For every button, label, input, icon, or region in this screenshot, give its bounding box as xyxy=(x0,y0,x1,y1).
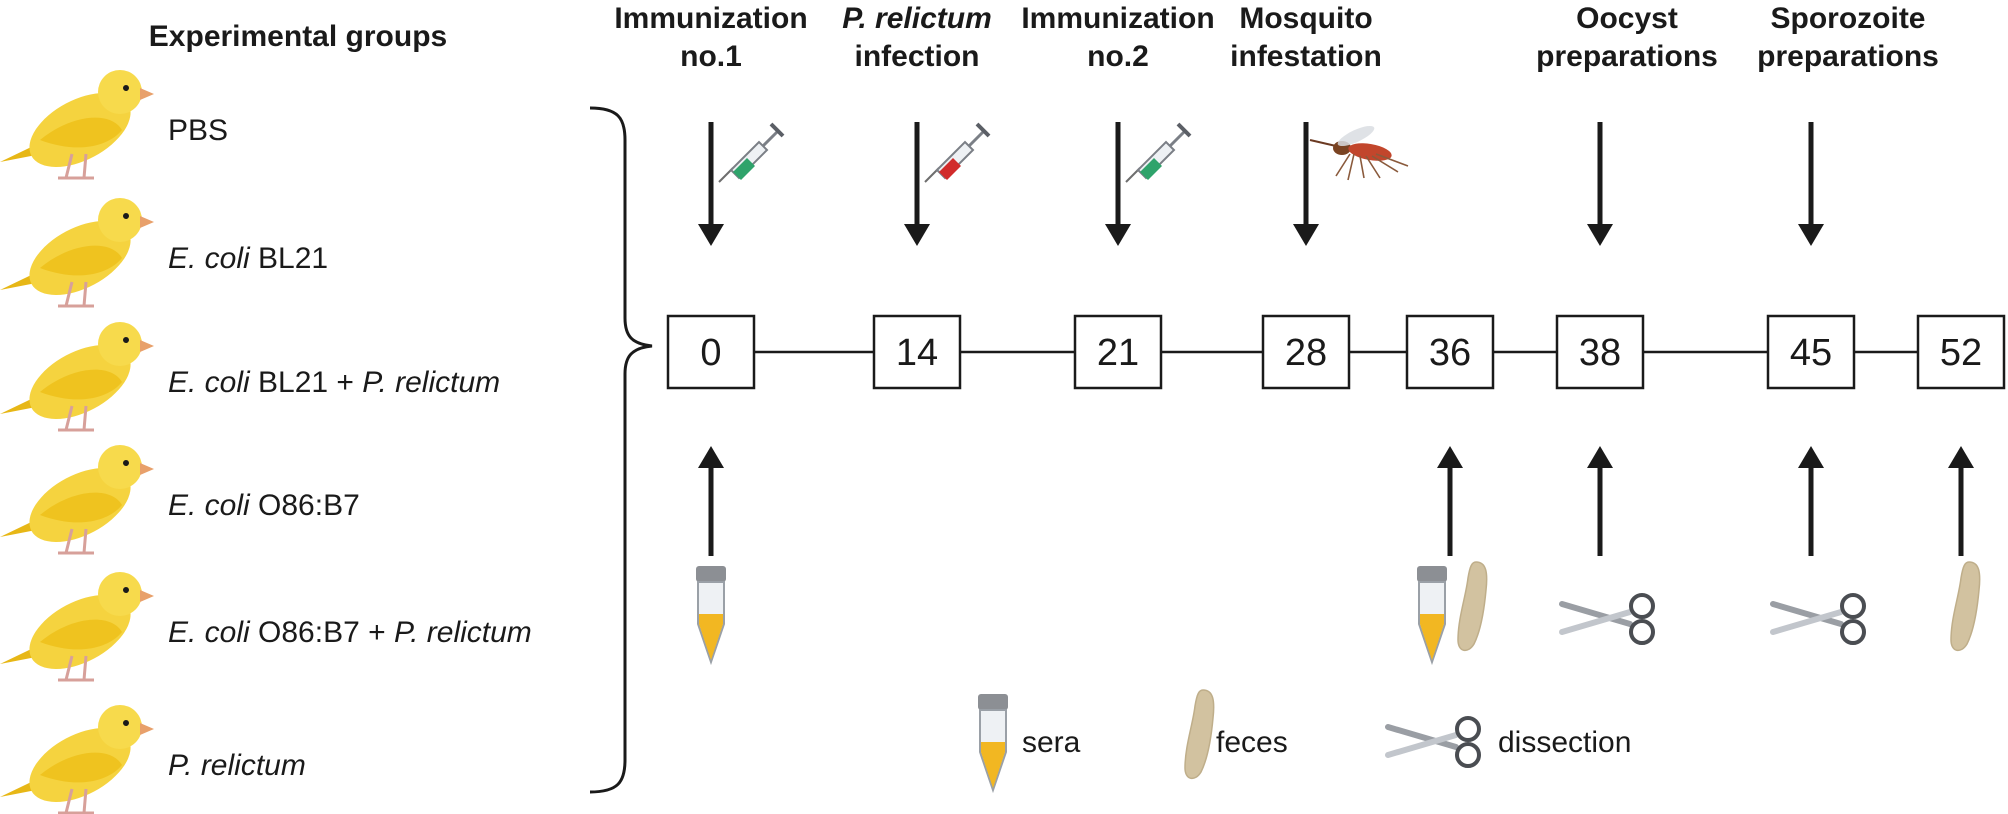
group-label-5: E. coli O86:B7 + P. relictum xyxy=(168,616,532,649)
event-title-2: P. relictum xyxy=(842,2,992,35)
legend-label: feces xyxy=(1216,726,1288,759)
event-subtitle-4: infestation xyxy=(1230,40,1382,73)
day-box: 0 xyxy=(666,314,756,390)
day-box: 28 xyxy=(1261,314,1351,390)
sera-tube-icon xyxy=(1416,565,1448,663)
green-syringe-icon xyxy=(718,122,785,183)
group-label-1: PBS xyxy=(168,114,228,147)
group-label-6: P. relictum xyxy=(168,749,306,782)
scissors-icon xyxy=(1388,718,1479,766)
timeline: 0 14 21 28 36 38 45 52 xyxy=(666,314,2006,390)
day-box-frame xyxy=(1073,314,1163,390)
day-number: 45 xyxy=(1790,332,1832,374)
day-box-frame xyxy=(872,314,962,390)
up-arrow-icon xyxy=(1587,446,1613,556)
day-number: 38 xyxy=(1579,332,1621,374)
experimental-groups: PBS E. coli BL21 E. coli BL21 + P. relictu… xyxy=(0,68,532,814)
timeline-events: Immunization no.1 P. relictum infection Immu… xyxy=(614,2,1939,246)
feces-icon xyxy=(1457,561,1488,652)
down-arrow-icon xyxy=(698,122,724,246)
day-box-frame xyxy=(1916,314,2006,390)
scissors-icon xyxy=(1562,595,1653,643)
down-arrow-icon xyxy=(1105,122,1131,246)
event-subtitle-3: no.2 xyxy=(1087,40,1149,73)
legend-label: sera xyxy=(1022,726,1081,759)
event-subtitle-2: infection xyxy=(855,40,980,73)
day-box-frame xyxy=(1555,314,1645,390)
day-number: 14 xyxy=(896,332,938,374)
event-title-1: Immunization xyxy=(614,2,807,35)
mosquito-icon xyxy=(1309,121,1409,181)
experimental-groups-title: Experimental groups xyxy=(149,20,447,53)
day-number: 21 xyxy=(1097,332,1139,374)
canary-icon xyxy=(0,68,156,184)
scissors-icon xyxy=(1773,595,1864,643)
red-syringe-icon xyxy=(924,122,991,183)
down-arrow-icon xyxy=(1587,122,1613,246)
green-syringe-icon xyxy=(1125,122,1192,183)
legend: sera feces dissection xyxy=(977,689,1631,791)
up-arrow-icon xyxy=(1798,446,1824,556)
down-arrow-icon xyxy=(904,122,930,246)
event-subtitle-6: preparations xyxy=(1757,40,1939,73)
event-title-6: Sporozoite xyxy=(1771,2,1926,35)
sera-tube-icon xyxy=(695,565,727,663)
group-brace xyxy=(589,106,653,794)
group-label-2: E. coli BL21 xyxy=(168,242,328,275)
day-box: 36 xyxy=(1405,314,1495,390)
up-arrow-icon xyxy=(698,446,724,556)
day-box-frame xyxy=(1261,314,1351,390)
group-label-3: E. coli BL21 + P. relictum xyxy=(168,366,500,399)
day-box: 52 xyxy=(1916,314,2006,390)
day-number: 36 xyxy=(1429,332,1471,374)
day-box-frame xyxy=(1766,314,1856,390)
day-number: 52 xyxy=(1940,332,1982,374)
legend-label: dissection xyxy=(1498,726,1631,759)
group-label-4: E. coli O86:B7 xyxy=(168,489,360,522)
canary-icon xyxy=(0,443,156,559)
day-box: 45 xyxy=(1766,314,1856,390)
canary-icon xyxy=(0,196,156,312)
up-arrow-icon xyxy=(1948,446,1974,556)
day-box: 21 xyxy=(1073,314,1163,390)
down-arrow-icon xyxy=(1293,122,1319,246)
up-arrow-icon xyxy=(1437,446,1463,556)
event-title-4: Mosquito xyxy=(1239,2,1372,35)
event-title-5: Oocyst xyxy=(1576,2,1678,35)
event-subtitle-1: no.1 xyxy=(680,40,742,73)
event-subtitle-5: preparations xyxy=(1536,40,1718,73)
canary-icon xyxy=(0,320,156,436)
sera-tube-icon xyxy=(977,693,1009,791)
canary-icon xyxy=(0,703,156,814)
canary-icon xyxy=(0,570,156,686)
day-box-frame xyxy=(666,314,756,390)
day-number: 0 xyxy=(700,332,721,374)
down-arrow-icon xyxy=(1798,122,1824,246)
day-box: 14 xyxy=(872,314,962,390)
day-number: 28 xyxy=(1285,332,1327,374)
day-box-frame xyxy=(1405,314,1495,390)
feces-icon xyxy=(1184,689,1215,780)
event-title-3: Immunization xyxy=(1021,2,1214,35)
feces-icon xyxy=(1950,561,1981,652)
sampling-points xyxy=(695,446,1981,663)
day-box: 38 xyxy=(1555,314,1645,390)
